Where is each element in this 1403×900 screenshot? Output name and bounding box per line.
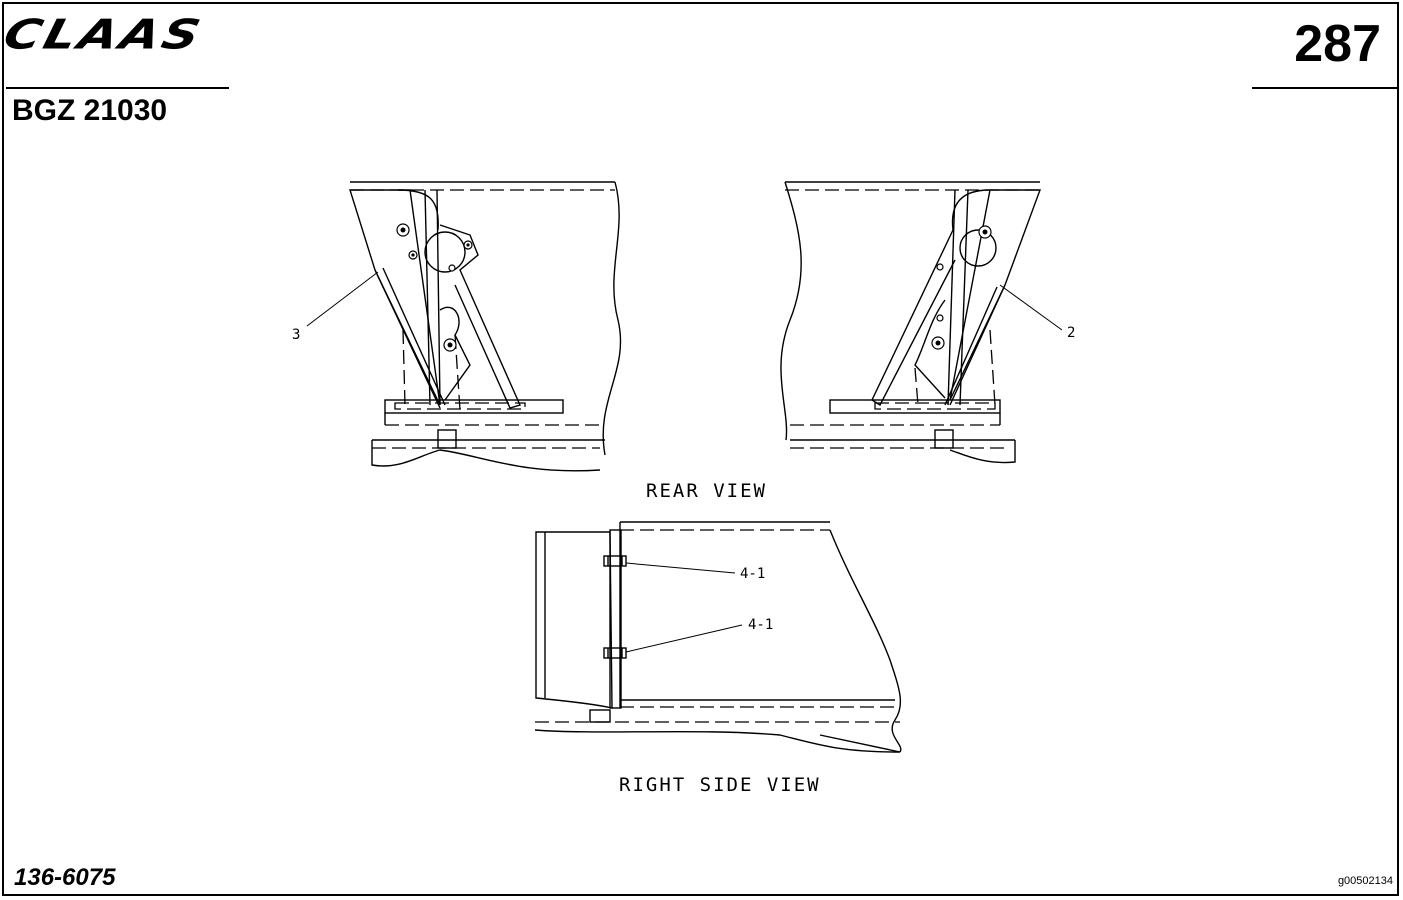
right-side-view-label: RIGHT SIDE VIEW	[619, 774, 821, 796]
rear-view-right-assembly	[780, 181, 1042, 464]
rear-view-left-assembly	[349, 181, 622, 472]
group-code: BGZ 21030	[12, 94, 168, 127]
callout-item-2: 2	[1067, 325, 1075, 341]
image-id: g00502134	[1337, 875, 1393, 887]
header-rule-left	[6, 87, 229, 89]
part-number: 136-6075	[14, 864, 116, 891]
right-side-view-assembly	[534, 521, 902, 753]
page-number: 287	[1294, 15, 1381, 73]
rear-view-label: REAR VIEW	[646, 480, 767, 502]
callout-item-4-1-upper: 4-1	[740, 566, 765, 582]
callout-item-3: 3	[292, 327, 300, 343]
callout-item-4-1-lower: 4-1	[748, 617, 773, 633]
header-rule-right	[1252, 87, 1398, 89]
